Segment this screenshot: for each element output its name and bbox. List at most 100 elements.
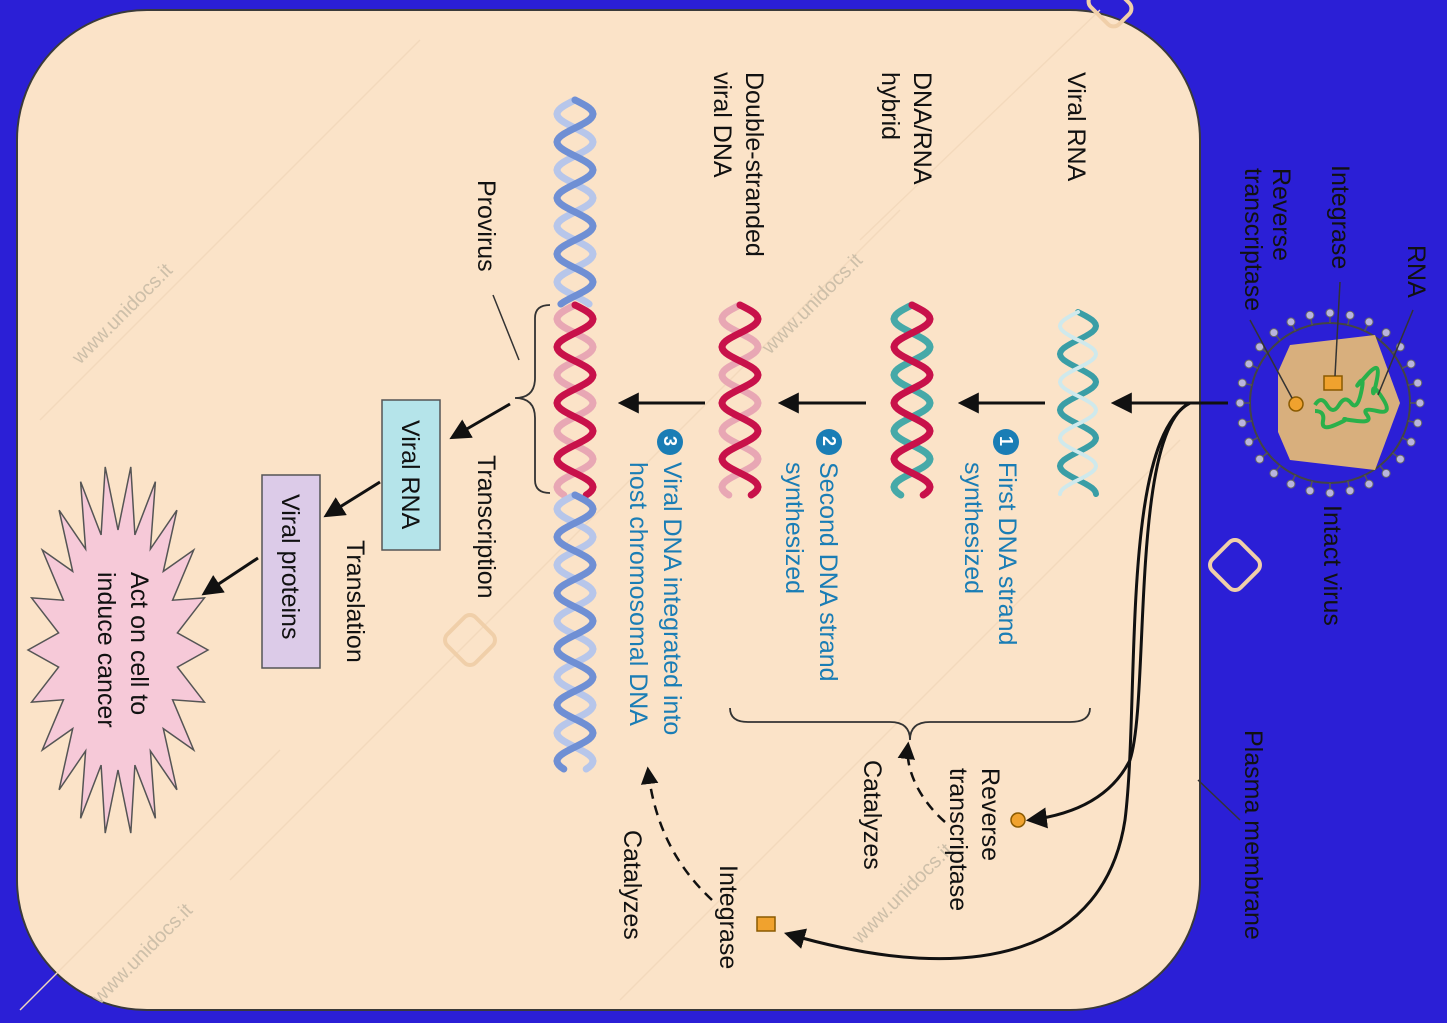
row-labels: Viral RNA DNA/RNA hybrid Double-stranded… [472,72,1090,272]
virus-spike-head [1286,479,1296,489]
label-provirus: Provirus [472,180,500,272]
step-2-number: 2 [819,436,839,446]
viral-proteins-box-label: Viral proteins [276,494,304,639]
virus-spike-head [1381,468,1391,478]
helix-strand-front [553,491,597,773]
provirus-brace [514,304,551,494]
leader-rt [1249,319,1293,399]
leader-integrase [1334,281,1341,377]
cancer-burst [26,466,210,834]
step-3-line-1: Viral DNA integrated into [658,462,686,735]
virus-spike-head [1415,398,1425,408]
label-dna-rna-hybrid-2: hybrid [876,72,904,140]
label-plasma-membrane: Plasma membrane [1239,730,1267,940]
virus-spike-head [1364,479,1374,489]
step-1-line-2: synthesized [959,462,987,594]
step-2-line-2: synthesized [780,462,808,594]
integrase-enzyme [1323,375,1343,391]
virus-spike-head [1345,486,1355,496]
rna-strand-faint [1057,310,1099,496]
reverse-transcriptase-enzyme [1010,812,1026,828]
leader-membrane [1197,779,1241,821]
arrow-translation [323,480,381,518]
steps-brace [729,707,1091,741]
label-transcription: Transcription [472,455,500,599]
label-double-stranded-1: Double-stranded [740,72,768,257]
helix-strand-front [553,301,597,499]
helix-strand-front [718,301,762,499]
virus-spike-head [1269,468,1279,478]
label-catalyzes-2: Catalyzes [618,830,646,940]
provirus-leader [492,294,520,361]
label-reverse-lower: Reverse [976,768,1004,861]
virus-spike-head [1381,328,1391,338]
virus-spike-head [1413,378,1423,388]
cancer-label-2: induce cancer [92,572,120,728]
label-viral-rna: Viral RNA [1062,72,1090,182]
rna-strand [1313,366,1389,430]
virus-spike-head [1237,378,1247,388]
arrow-to-integrase [783,401,1191,961]
label-intact-virus: Intact virus [1318,505,1346,626]
enzyme-labels: Reverse transcriptase Catalyzes Integras… [618,760,1004,969]
virus-spike-head [1286,317,1296,327]
step-3-line-2: host chromosomal DNA [624,462,652,726]
helix-strand-front [890,301,934,499]
label-dna-rna-hybrid-1: DNA/RNA [908,72,936,185]
helix-strand-back [718,301,762,499]
viral-rna-box-label: Viral RNA [396,420,424,530]
step-1-number: 1 [996,436,1016,446]
viral-rna-helix [1056,309,1100,497]
host-chromosome-helix [553,96,597,773]
virus-spike-head [1269,328,1279,338]
dna-rna-hybrid-helix [890,301,934,499]
leader-rna [1377,309,1414,396]
label-integrase-top: Integrase [1326,165,1354,269]
label-transcriptase-top: transcriptase [1239,168,1267,311]
dashed-arrow-integrase [640,766,713,901]
virus-spike-head [1255,454,1265,464]
reverse-transcriptase-enzyme [1288,396,1304,412]
arrow-to-cancer [201,556,259,596]
virus-spike-head [1395,454,1405,464]
virus-spike-head [1325,488,1335,498]
helix-strand-back [890,301,934,499]
step-1-line-1: First DNA strand [993,462,1021,645]
virus-spike-head [1235,398,1245,408]
intact-virus [1235,308,1425,498]
virus-spike-head [1325,308,1335,318]
virus-spike-head [1345,310,1355,320]
viral-proteins-box [261,474,321,669]
label-integrase-lower: Integrase [714,865,742,969]
cell-body [16,9,1201,1011]
double-stranded-dna-helix [718,301,762,499]
dashed-arrow-rt [897,741,946,823]
helix-strand-back [553,491,597,773]
helix-strand-front [553,96,597,308]
helix-strand-back [553,301,597,499]
helix-strand-back [553,96,597,308]
label-rna: RNA [1402,245,1430,298]
watermark-logos [443,0,1262,667]
virus-spike-head [1406,359,1416,369]
virus-labels: RNA Integrase Reverse transcriptase Inta… [1239,165,1430,940]
label-translation: Translation [341,540,369,663]
viral-rna-box [381,399,441,551]
virus-spike-head [1406,437,1416,447]
label-transcriptase-lower: transcriptase [944,768,972,911]
arrow-transcription [449,402,511,440]
rna-strand [1056,309,1100,497]
label-double-stranded-2: viral DNA [708,72,736,178]
step-2-line-1: Second DNA strand [814,462,842,682]
cancer-label-1: Act on cell to [125,572,153,715]
virus-spike-head [1244,437,1254,447]
steps: 1 First DNA strand synthesized 2 Second … [624,429,1021,735]
virus-spike-head [1237,418,1247,428]
label-catalyzes-1: Catalyzes [858,760,886,870]
watermark-lines [19,9,1181,1011]
virus-spike-head [1364,317,1374,327]
label-reverse-top: Reverse [1267,168,1295,261]
virus-spike-head [1305,486,1315,496]
